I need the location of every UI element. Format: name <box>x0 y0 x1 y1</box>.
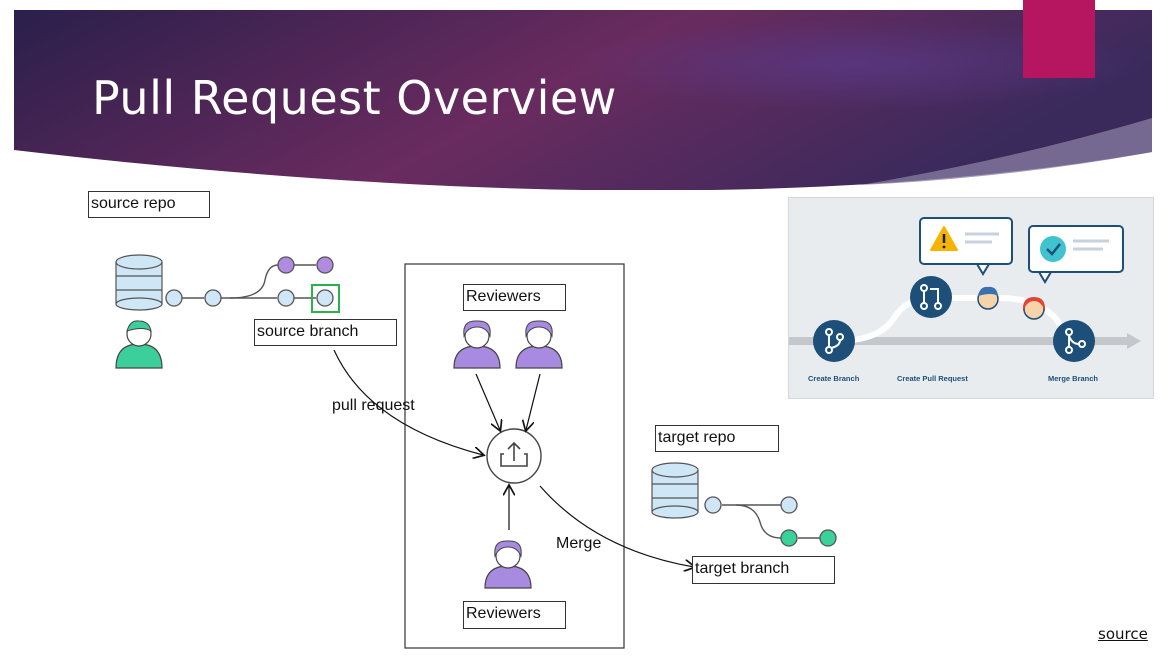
step-label-create-branch: Create Branch <box>808 374 860 383</box>
reviewer-icon <box>453 320 501 369</box>
reviewers-label-top: Reviewers <box>463 284 566 311</box>
commit-node <box>204 289 222 307</box>
reviewers-label-bottom: Reviewers <box>463 601 566 629</box>
accent-tab <box>1023 0 1095 78</box>
warning-bubble-icon <box>919 217 1013 276</box>
source-link[interactable]: source <box>1098 625 1148 643</box>
create-pull-request-icon <box>910 276 952 318</box>
merge-label: Merge <box>556 535 602 552</box>
commit-node <box>704 496 722 514</box>
review-arrow <box>475 373 500 430</box>
commit-node <box>819 529 837 547</box>
developer-icon <box>115 320 163 369</box>
reviewer-face-icon <box>1022 297 1046 320</box>
pull-request-arrow <box>333 349 483 455</box>
pull-request-label: pull request <box>332 397 415 414</box>
commit-node <box>780 496 798 514</box>
review-arrow <box>526 373 541 430</box>
reviewer-icon <box>515 320 563 369</box>
merge-arrow <box>539 485 694 567</box>
commit-node <box>277 289 295 307</box>
workflow-illustration: Create Branch Create Pull Request Merge … <box>788 197 1154 399</box>
highlighted-commit-box <box>311 284 340 313</box>
step-label-merge-branch: Merge Branch <box>1048 374 1099 383</box>
reviewer-icon <box>484 540 532 589</box>
approved-bubble-icon <box>1028 225 1124 284</box>
source-branch-graph <box>182 264 316 299</box>
workflow-graphic <box>789 217 1141 362</box>
source-repo-database-icon <box>115 254 163 311</box>
target-repo-database-icon <box>651 462 699 519</box>
title-banner <box>14 10 1152 190</box>
create-branch-icon <box>813 320 855 362</box>
slide-title: Pull Request Overview <box>92 71 617 125</box>
review-box <box>404 263 625 649</box>
commit-node <box>277 256 295 274</box>
reviewer-face-icon <box>977 286 999 310</box>
commit-node <box>316 289 334 307</box>
step-label-create-pull-request: Create Pull Request <box>897 374 968 383</box>
source-repo-label: source repo <box>88 191 210 218</box>
upload-icon <box>486 428 542 484</box>
commit-node <box>316 256 334 274</box>
target-branch-graph <box>722 504 820 539</box>
source-branch-label: source branch <box>254 319 397 346</box>
target-branch-label: target branch <box>692 556 835 584</box>
commit-node <box>780 529 798 547</box>
commit-node <box>165 289 183 307</box>
merge-branch-icon <box>1053 320 1095 362</box>
target-repo-label: target repo <box>655 425 779 452</box>
